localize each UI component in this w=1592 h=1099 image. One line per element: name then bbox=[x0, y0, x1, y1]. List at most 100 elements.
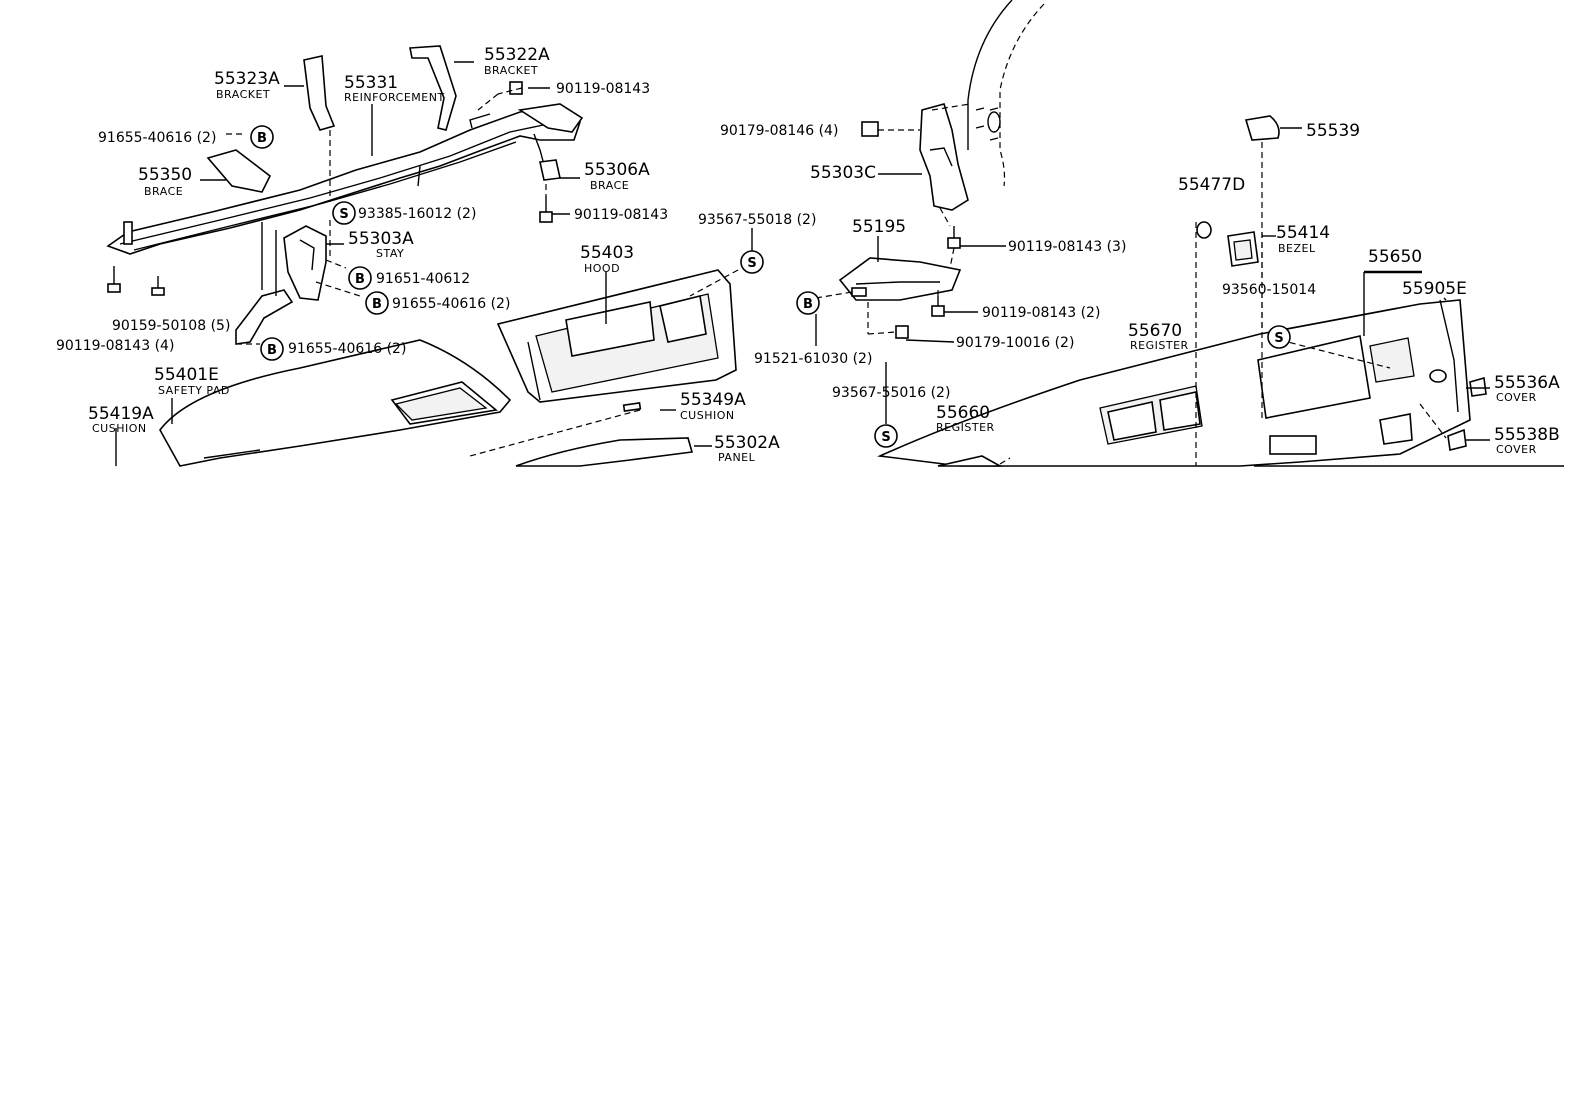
lower-brace bbox=[235, 289, 294, 345]
marker-b-1: B bbox=[250, 125, 274, 149]
svg-text:90119-08143: 90119-08143 bbox=[556, 81, 650, 97]
svg-text:55323A: 55323A bbox=[214, 69, 280, 89]
label-90119-08143-c: 90119-08143 (4) bbox=[56, 338, 174, 354]
instrument-panel-55650 bbox=[877, 299, 1564, 467]
bracket-55303C bbox=[919, 103, 969, 211]
label-90119-08143-d: 90119-08143 (3) bbox=[1008, 239, 1126, 255]
label-91655-40616-b: 91655-40616 (2) bbox=[392, 296, 510, 312]
label-55905E: 55905E bbox=[1402, 279, 1467, 299]
svg-text:BRACE: BRACE bbox=[144, 185, 183, 198]
bolt-90119-08143-center-a bbox=[947, 226, 961, 249]
svg-text:90179-10016 (2): 90179-10016 (2) bbox=[956, 335, 1074, 351]
svg-text:B: B bbox=[372, 297, 382, 312]
svg-text:REINFORCEMENT: REINFORCEMENT bbox=[344, 91, 445, 104]
hood-55403 bbox=[496, 269, 737, 403]
svg-text:S: S bbox=[881, 430, 890, 445]
label-91521-61030: 91521-61030 (2) bbox=[754, 351, 872, 367]
bolt-90119-08143-left bbox=[107, 266, 121, 293]
svg-text:55539: 55539 bbox=[1306, 121, 1360, 141]
svg-text:93560-15014: 93560-15014 bbox=[1222, 282, 1316, 298]
bolt-90179-08146 bbox=[861, 121, 879, 137]
leader-lines bbox=[171, 61, 1490, 447]
marker-s-4: S bbox=[1267, 325, 1291, 349]
svg-text:COVER: COVER bbox=[1496, 443, 1537, 456]
svg-text:55303C: 55303C bbox=[810, 163, 876, 183]
svg-text:HOOD: HOOD bbox=[584, 262, 620, 275]
svg-text:93567-55016 (2): 93567-55016 (2) bbox=[832, 385, 950, 401]
svg-text:STAY: STAY bbox=[376, 247, 404, 260]
svg-text:REGISTER: REGISTER bbox=[1130, 339, 1189, 352]
svg-text:BRACKET: BRACKET bbox=[484, 64, 538, 77]
label-93567-55018: 93567-55018 (2) bbox=[698, 212, 816, 228]
svg-text:B: B bbox=[803, 297, 813, 312]
svg-text:55401E: 55401E bbox=[154, 365, 219, 385]
svg-text:91655-40616 (2): 91655-40616 (2) bbox=[288, 341, 406, 357]
svg-text:55306A: 55306A bbox=[584, 160, 650, 180]
svg-text:REGISTER: REGISTER bbox=[936, 421, 995, 434]
bezel-55414-inner bbox=[1233, 239, 1253, 261]
reinforcement-frame bbox=[106, 103, 584, 255]
cushion-55349A bbox=[622, 402, 642, 412]
svg-text:CUSHION: CUSHION bbox=[680, 409, 735, 422]
svg-text:55349A: 55349A bbox=[680, 390, 746, 410]
svg-text:55302A: 55302A bbox=[714, 433, 780, 453]
label-90179-10016: 90179-10016 (2) bbox=[956, 335, 1074, 351]
svg-text:90119-08143 (4): 90119-08143 (4) bbox=[56, 338, 174, 354]
svg-text:91655-40616 (2): 91655-40616 (2) bbox=[392, 296, 510, 312]
svg-text:S: S bbox=[1274, 331, 1283, 346]
register-55660 bbox=[937, 455, 1004, 467]
svg-text:90119-08143 (3): 90119-08143 (3) bbox=[1008, 239, 1126, 255]
safety-pad-55401E bbox=[159, 339, 512, 467]
svg-text:55670: 55670 bbox=[1128, 321, 1182, 341]
bracket-55323A bbox=[303, 55, 336, 131]
svg-text:90119-08143: 90119-08143 bbox=[574, 207, 668, 223]
label-55303C: 55303C bbox=[810, 163, 876, 183]
svg-text:93567-55018 (2): 93567-55018 (2) bbox=[698, 212, 816, 228]
bolt-90119-08143-brace bbox=[539, 196, 553, 223]
label-91655-40616-c: 91655-40616 (2) bbox=[288, 341, 406, 357]
svg-text:91651-40612: 91651-40612 bbox=[376, 271, 470, 287]
svg-text:BRACE: BRACE bbox=[590, 179, 629, 192]
label-91651-40612: 91651-40612 bbox=[376, 271, 470, 287]
svg-text:BEZEL: BEZEL bbox=[1278, 242, 1316, 255]
svg-text:55403: 55403 bbox=[580, 243, 634, 263]
bolt-90119-08143-center-b bbox=[931, 296, 945, 317]
svg-text:55350: 55350 bbox=[138, 165, 192, 185]
door-pillar bbox=[967, 0, 1045, 187]
svg-text:S: S bbox=[339, 207, 348, 222]
stay-55303A bbox=[283, 225, 327, 301]
svg-text:SAFETY PAD: SAFETY PAD bbox=[158, 384, 230, 397]
clip-55477D bbox=[1196, 221, 1212, 239]
bracket-55322A bbox=[409, 45, 457, 131]
panel-55302A bbox=[515, 437, 694, 467]
svg-text:91655-40616 (2): 91655-40616 (2) bbox=[98, 130, 216, 146]
svg-text:PANEL: PANEL bbox=[718, 451, 756, 464]
svg-text:55331: 55331 bbox=[344, 73, 398, 93]
svg-text:55660: 55660 bbox=[936, 403, 990, 423]
svg-text:B: B bbox=[355, 272, 365, 287]
svg-text:B: B bbox=[267, 343, 277, 358]
marker-b-3: B bbox=[365, 291, 389, 315]
label-55539: 55539 bbox=[1306, 121, 1360, 141]
bolt-90159-50108 bbox=[151, 276, 165, 296]
svg-text:COVER: COVER bbox=[1496, 391, 1537, 404]
svg-text:55419A: 55419A bbox=[88, 404, 154, 424]
label-55650: 55650 bbox=[1368, 247, 1422, 267]
bracket-55195 bbox=[838, 257, 962, 301]
label-90119-08143-b: 90119-08143 bbox=[574, 207, 668, 223]
